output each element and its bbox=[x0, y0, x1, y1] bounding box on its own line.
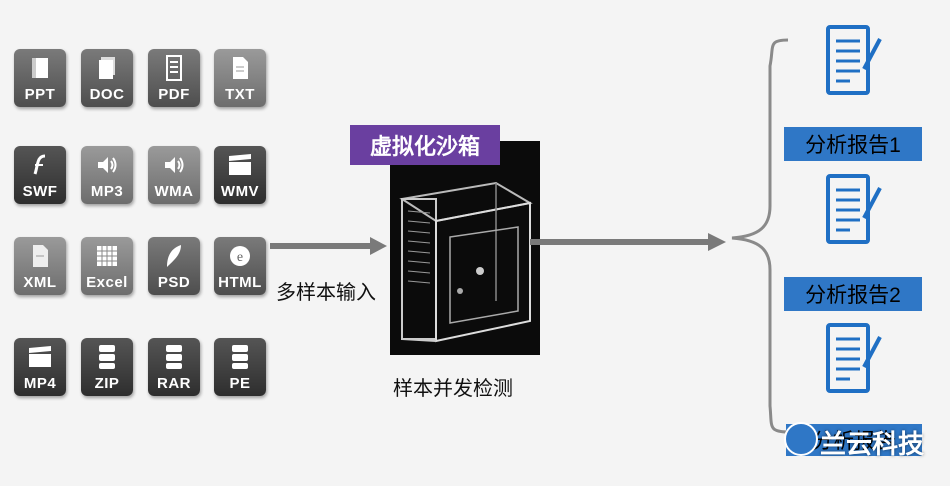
pdf-icon bbox=[148, 55, 200, 81]
sandbox-box-image bbox=[390, 141, 540, 355]
txt-icon bbox=[214, 55, 266, 81]
file-type-label: WMA bbox=[154, 183, 194, 200]
speaker-icon bbox=[81, 152, 133, 178]
file-type-tile: MP3 bbox=[81, 146, 133, 204]
browser-icon: e bbox=[214, 243, 266, 269]
file-type-tile: WMA bbox=[148, 146, 200, 204]
report-document-icon bbox=[826, 25, 882, 104]
input-arrow bbox=[270, 237, 387, 255]
file-type-label: WMV bbox=[220, 183, 260, 200]
file-type-tile: PE bbox=[214, 338, 266, 396]
clapper-icon bbox=[14, 344, 66, 370]
file-type-tile: PDF bbox=[148, 49, 200, 107]
file-type-tile: Excel bbox=[81, 237, 133, 295]
svg-text:e: e bbox=[237, 250, 243, 265]
file-type-label: RAR bbox=[157, 375, 191, 392]
file-type-label: MP3 bbox=[90, 183, 124, 200]
archive-icon bbox=[81, 344, 133, 370]
file-type-label: MP4 bbox=[23, 375, 57, 392]
file-type-label: Excel bbox=[86, 274, 128, 291]
speaker-icon bbox=[148, 152, 200, 178]
archive-icon bbox=[214, 344, 266, 370]
report-label-2: 分析报告2 bbox=[784, 277, 922, 311]
file-type-label: PPT bbox=[24, 86, 56, 103]
file-type-label: PSD bbox=[157, 274, 191, 291]
file-type-tile: DOC bbox=[81, 49, 133, 107]
file-type-label: HTML bbox=[218, 274, 262, 291]
file-type-label: TXT bbox=[225, 86, 255, 103]
file-type-tile: TXT bbox=[214, 49, 266, 107]
file-type-label: PDF bbox=[158, 86, 190, 103]
clapper-icon bbox=[214, 152, 266, 178]
output-brace bbox=[731, 38, 789, 434]
input-label: 多样本输入 bbox=[276, 282, 376, 304]
file-type-tile: PPT bbox=[14, 49, 66, 107]
archive-icon bbox=[148, 344, 200, 370]
file-type-label: DOC bbox=[89, 86, 125, 103]
xml-icon bbox=[14, 243, 66, 269]
file-type-tile: XML bbox=[14, 237, 66, 295]
ppt-icon bbox=[14, 55, 66, 81]
file-type-label: ZIP bbox=[94, 375, 120, 392]
file-type-label: SWF bbox=[22, 183, 58, 200]
output-arrow bbox=[530, 233, 726, 251]
report-label-1: 分析报告1 bbox=[784, 127, 922, 161]
file-type-tile: MP4 bbox=[14, 338, 66, 396]
doc-icon bbox=[81, 55, 133, 81]
report-document-icon bbox=[826, 174, 882, 253]
file-type-tile: PSD bbox=[148, 237, 200, 295]
sandbox-caption: 样本并发检测 bbox=[393, 378, 513, 400]
spreadsheet-icon bbox=[81, 243, 133, 269]
feather-icon bbox=[148, 243, 200, 269]
file-type-tile: SWF bbox=[14, 146, 66, 204]
file-type-tile: WMV bbox=[214, 146, 266, 204]
report-document-icon bbox=[826, 323, 882, 402]
sandbox-title: 虚拟化沙箱 bbox=[350, 125, 500, 165]
watermark-text: 兰云科技 bbox=[820, 429, 925, 459]
watermark-logo-icon bbox=[784, 422, 818, 456]
file-type-label: XML bbox=[23, 274, 57, 291]
file-type-tile: RAR bbox=[148, 338, 200, 396]
file-type-tile: ZIP bbox=[81, 338, 133, 396]
flash-icon bbox=[14, 152, 66, 178]
file-type-label: PE bbox=[229, 375, 251, 392]
